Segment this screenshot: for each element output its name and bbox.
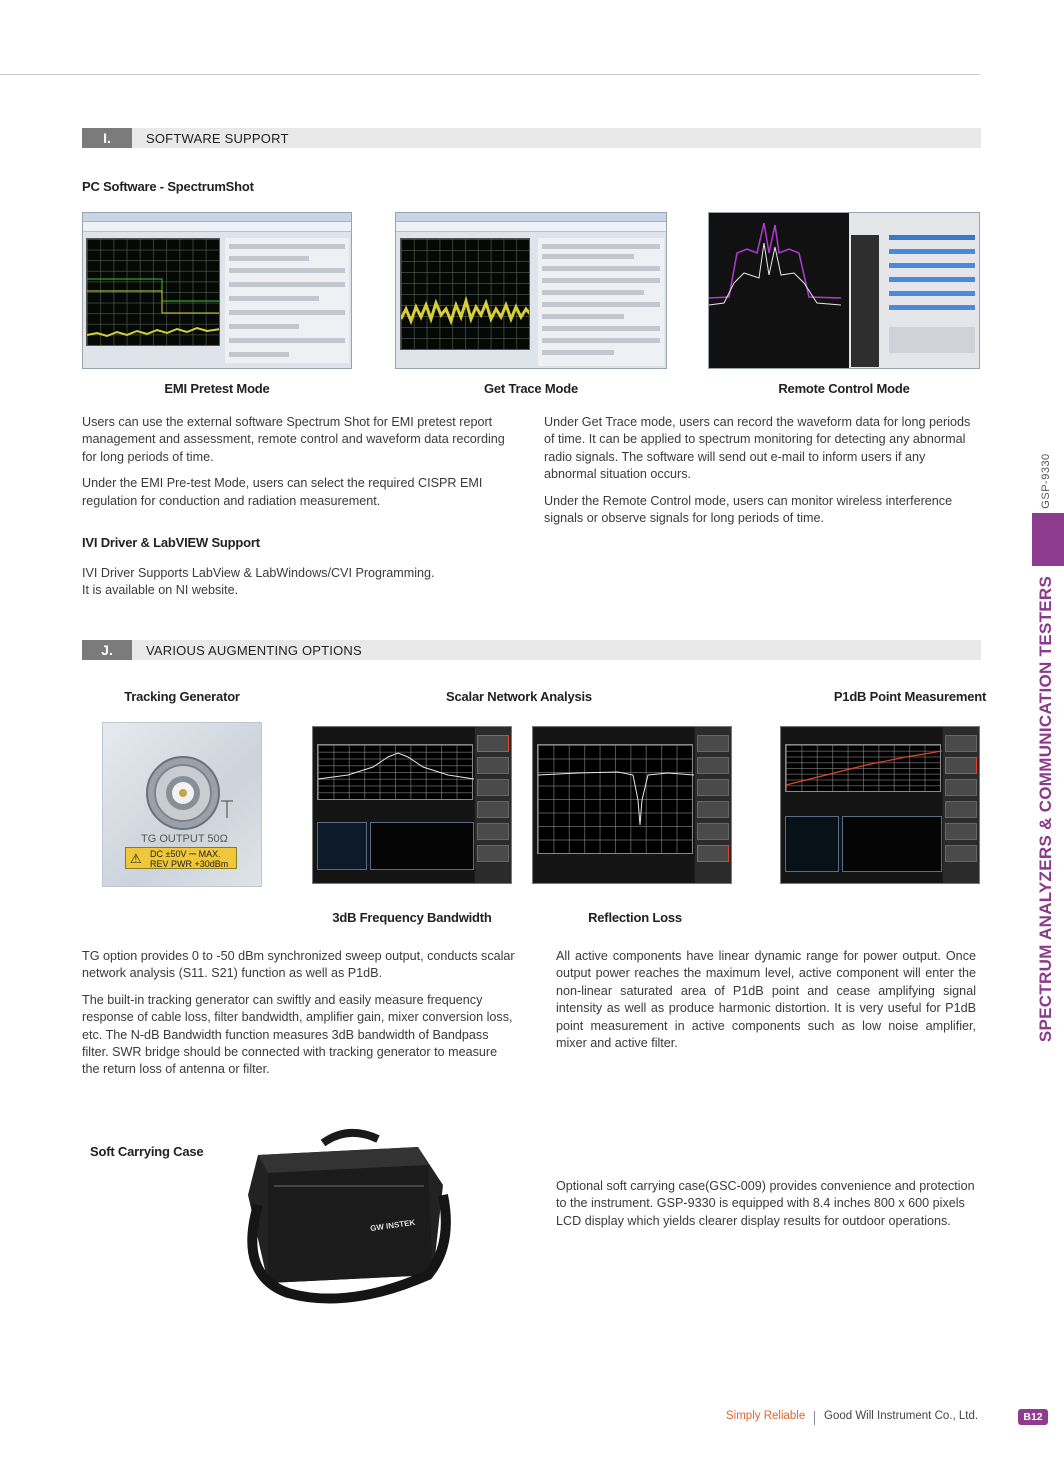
software-right-para: Under Get Trace mode, users can record t… [544,415,971,482]
software-left-para: Users can use the external software Spec… [82,415,505,464]
sidebar-accent-block [1032,513,1064,566]
caption-get-trace: Get Trace Mode [483,381,578,396]
caption-p1db: P1dB Point Measurement [833,689,987,704]
pc-software-heading: PC Software - SpectrumShot [82,179,254,194]
ivi-line: IVI Driver Supports LabView & LabWindows… [82,566,435,580]
footer-slogan: Simply Reliable [726,1410,806,1422]
caption-3db-bandwidth: 3dB Frequency Bandwidth [332,910,492,925]
section-i-title: SOFTWARE SUPPORT [146,131,289,146]
ivi-heading: IVI Driver & LabVIEW Support [82,535,260,550]
reflection-loss-screen [532,726,732,884]
tg-left-para: TG option provides 0 to -50 dBm synchron… [82,949,515,981]
software-left-text: Users can use the external software Spec… [82,414,522,519]
caption-reflection-loss: Reflection Loss [588,910,682,925]
software-left-para: Under the EMI Pre-test Mode, users can s… [82,476,483,508]
tg-left-text: TG option provides 0 to -50 dBm synchron… [82,948,516,1088]
tg-warning-text-1: DC ±50V ⎓ MAX. [150,849,221,859]
caption-tracking-generator: Tracking Generator [124,689,240,704]
3db-bandwidth-screen [312,726,512,884]
sidebar-category-title: SPECTRUM ANALYZERS & COMMUNICATION TESTE… [1036,575,1055,1043]
tg-left-para: The built-in tracking generator can swif… [82,992,513,1077]
tg-warning-text-2: REV PWR +30dBm [150,859,229,869]
emi-pretest-screenshot [82,212,352,369]
caption-remote-control: Remote Control Mode [778,381,910,396]
p1db-right-text: All active components have linear dynami… [556,949,976,1051]
tracking-generator-photo: TG OUTPUT 50Ω ⚠ DC ±50V ⎓ MAX. REV PWR +… [102,722,262,887]
ivi-text: IVI Driver Supports LabView & LabWindows… [82,565,522,600]
caption-emi-pretest: EMI Pretest Mode [164,381,270,396]
software-right-text: Under Get Trace mode, users can record t… [544,414,980,536]
footer-divider [814,1411,815,1425]
section-j-title: VARIOUS AUGMENTING OPTIONS [146,643,362,658]
page-number-badge: B12 [1018,1409,1048,1425]
section-i-bar: I. SOFTWARE SUPPORT [82,128,981,148]
p1db-screen [780,726,980,884]
footer-company: Good Will Instrument Co., Ltd. [824,1410,979,1422]
sidebar-model: GSP-9330 [1040,453,1052,509]
carrying-case-photo: GW INSTEK [228,1125,478,1310]
section-j-bar: J. VARIOUS AUGMENTING OPTIONS [82,640,981,660]
case-text: Optional soft carrying case(GSC-009) pro… [556,1179,975,1228]
case-heading: Soft Carrying Case [90,1144,204,1159]
caption-scalar-network: Scalar Network Analysis [446,689,592,704]
tg-output-label: TG OUTPUT 50Ω [141,833,228,845]
header-rule [0,74,980,75]
get-trace-screenshot [395,212,667,369]
section-i-tag: I. [82,128,132,148]
section-j-tag: J. [82,640,132,660]
remote-control-screenshot [708,212,980,369]
software-right-para: Under the Remote Control mode, users can… [544,493,953,526]
warning-triangle-icon: ⚠ [130,851,142,866]
tg-warning-label: ⚠ DC ±50V ⎓ MAX. REV PWR +30dBm [125,847,237,869]
ivi-line: It is available on NI website. [82,583,239,598]
